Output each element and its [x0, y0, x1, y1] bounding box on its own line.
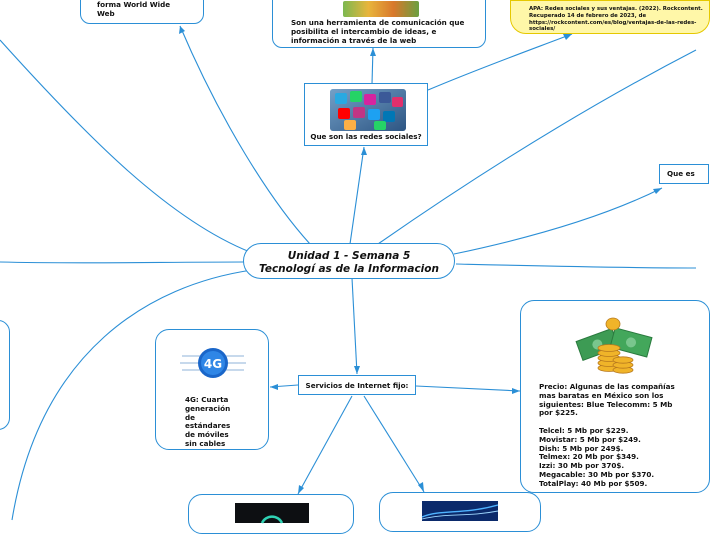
node-que-es[interactable]: Que es: [659, 164, 709, 184]
node-social-networks-title: Que son las redes sociales?: [310, 132, 422, 141]
link-central-left: [0, 261, 245, 264]
node-internet-fijo[interactable]: Servicios de Internet fijo:: [298, 375, 416, 395]
node-left-partial[interactable]: [0, 320, 10, 430]
node-social-networks[interactable]: Que son las redes sociales?: [304, 83, 428, 146]
node-citation[interactable]: APA: Redes sociales y sus ventajas. (202…: [510, 0, 710, 34]
link-central-que-es: [453, 187, 663, 255]
central-title-line1: Unidad 1 - Semana 5: [287, 250, 411, 262]
node-www[interactable]: forma World Wide Web: [80, 0, 204, 24]
central-title-line2: Tecnologí as de la Informacion: [259, 263, 439, 276]
node-social-description-text: Son una herramienta de comunicación que …: [291, 18, 465, 45]
central-topic[interactable]: Unidad 1 - Semana 5 Tecnologí as de la I…: [243, 243, 455, 279]
central-topic-text: Unidad 1 - Semana 5 Tecnologí as de la I…: [244, 250, 454, 276]
node-speed[interactable]: [188, 494, 354, 534]
link-internet-speed: [297, 395, 353, 495]
node-internet-fijo-title: Servicios de Internet fijo:: [305, 381, 409, 390]
node-prices-intro: Precio: Algunas de las compañías mas bar…: [539, 382, 675, 418]
node-prices[interactable]: Precio: Algunas de las compañías mas bar…: [520, 300, 710, 493]
speedometer-icon: [235, 503, 309, 524]
node-4g-text: 4G: Cuarta generación de estándares de m…: [185, 395, 231, 448]
node-4g[interactable]: 4G 4G: Cuarta generación de estándares d…: [155, 329, 269, 450]
money-stack-icon: [575, 317, 653, 374]
node-www-text: forma World Wide Web: [97, 0, 171, 18]
mind-map-connections: [0, 25, 697, 521]
link-central-www: [179, 25, 311, 245]
link-internet-fiber: [363, 395, 425, 493]
fiber-optic-icon: [421, 501, 499, 521]
4g-badge-text: 4G: [204, 357, 222, 371]
node-social-description[interactable]: Son una herramienta de comunicación que …: [272, 0, 486, 48]
link-central-left-upper: [0, 39, 251, 253]
link-central-upper-right: [377, 49, 697, 245]
node-fiber[interactable]: [379, 492, 541, 532]
social-media-apps-icon: [330, 89, 406, 131]
4g-network-icon: 4G: [180, 348, 246, 378]
node-citation-text: APA: Redes sociales y sus ventajas. (202…: [529, 6, 703, 33]
link-central-right: [455, 263, 697, 269]
link-central-left-lower: [11, 269, 253, 521]
link-central-social: [349, 146, 365, 245]
link-internet-prices: [415, 385, 521, 392]
node-prices-list: Telcel: 5 Mb por $229. Movistar: 5 Mb po…: [539, 426, 655, 488]
node-que-es-text: Que es: [667, 169, 695, 178]
social-banner-image: [343, 1, 419, 17]
link-central-internet: [351, 277, 358, 375]
link-social-citation: [427, 33, 573, 91]
